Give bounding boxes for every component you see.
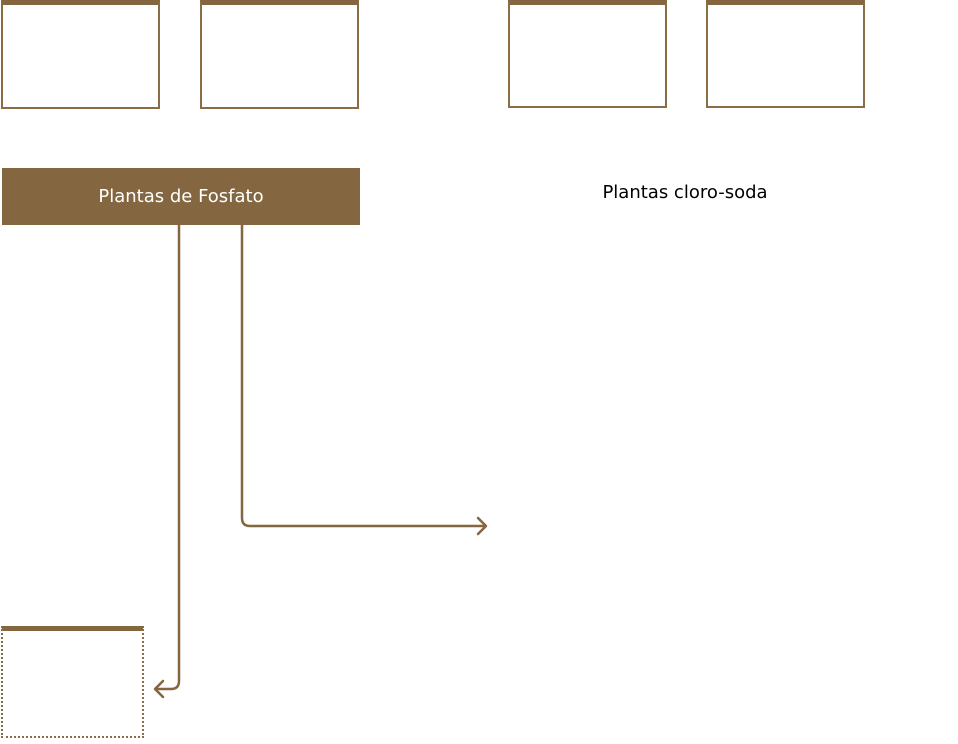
node-box-top-2 (200, 0, 359, 109)
node-box-top-4 (706, 0, 865, 108)
node-box-top-3 (508, 0, 667, 108)
plantas-fosfato-label: Plantas de Fosfato (98, 186, 264, 207)
arrowhead-left-icon (153, 679, 165, 699)
node-box-bottom (1, 626, 144, 738)
plantas-fosfato-header: Plantas de Fosfato (2, 168, 360, 225)
node-box-top-1 (1, 0, 160, 109)
arrowhead-right-icon (476, 516, 488, 536)
connector-down-left (156, 225, 181, 691)
connector-down-right (240, 225, 486, 528)
plantas-cloro-soda-label: Plantas cloro-soda (602, 182, 768, 203)
